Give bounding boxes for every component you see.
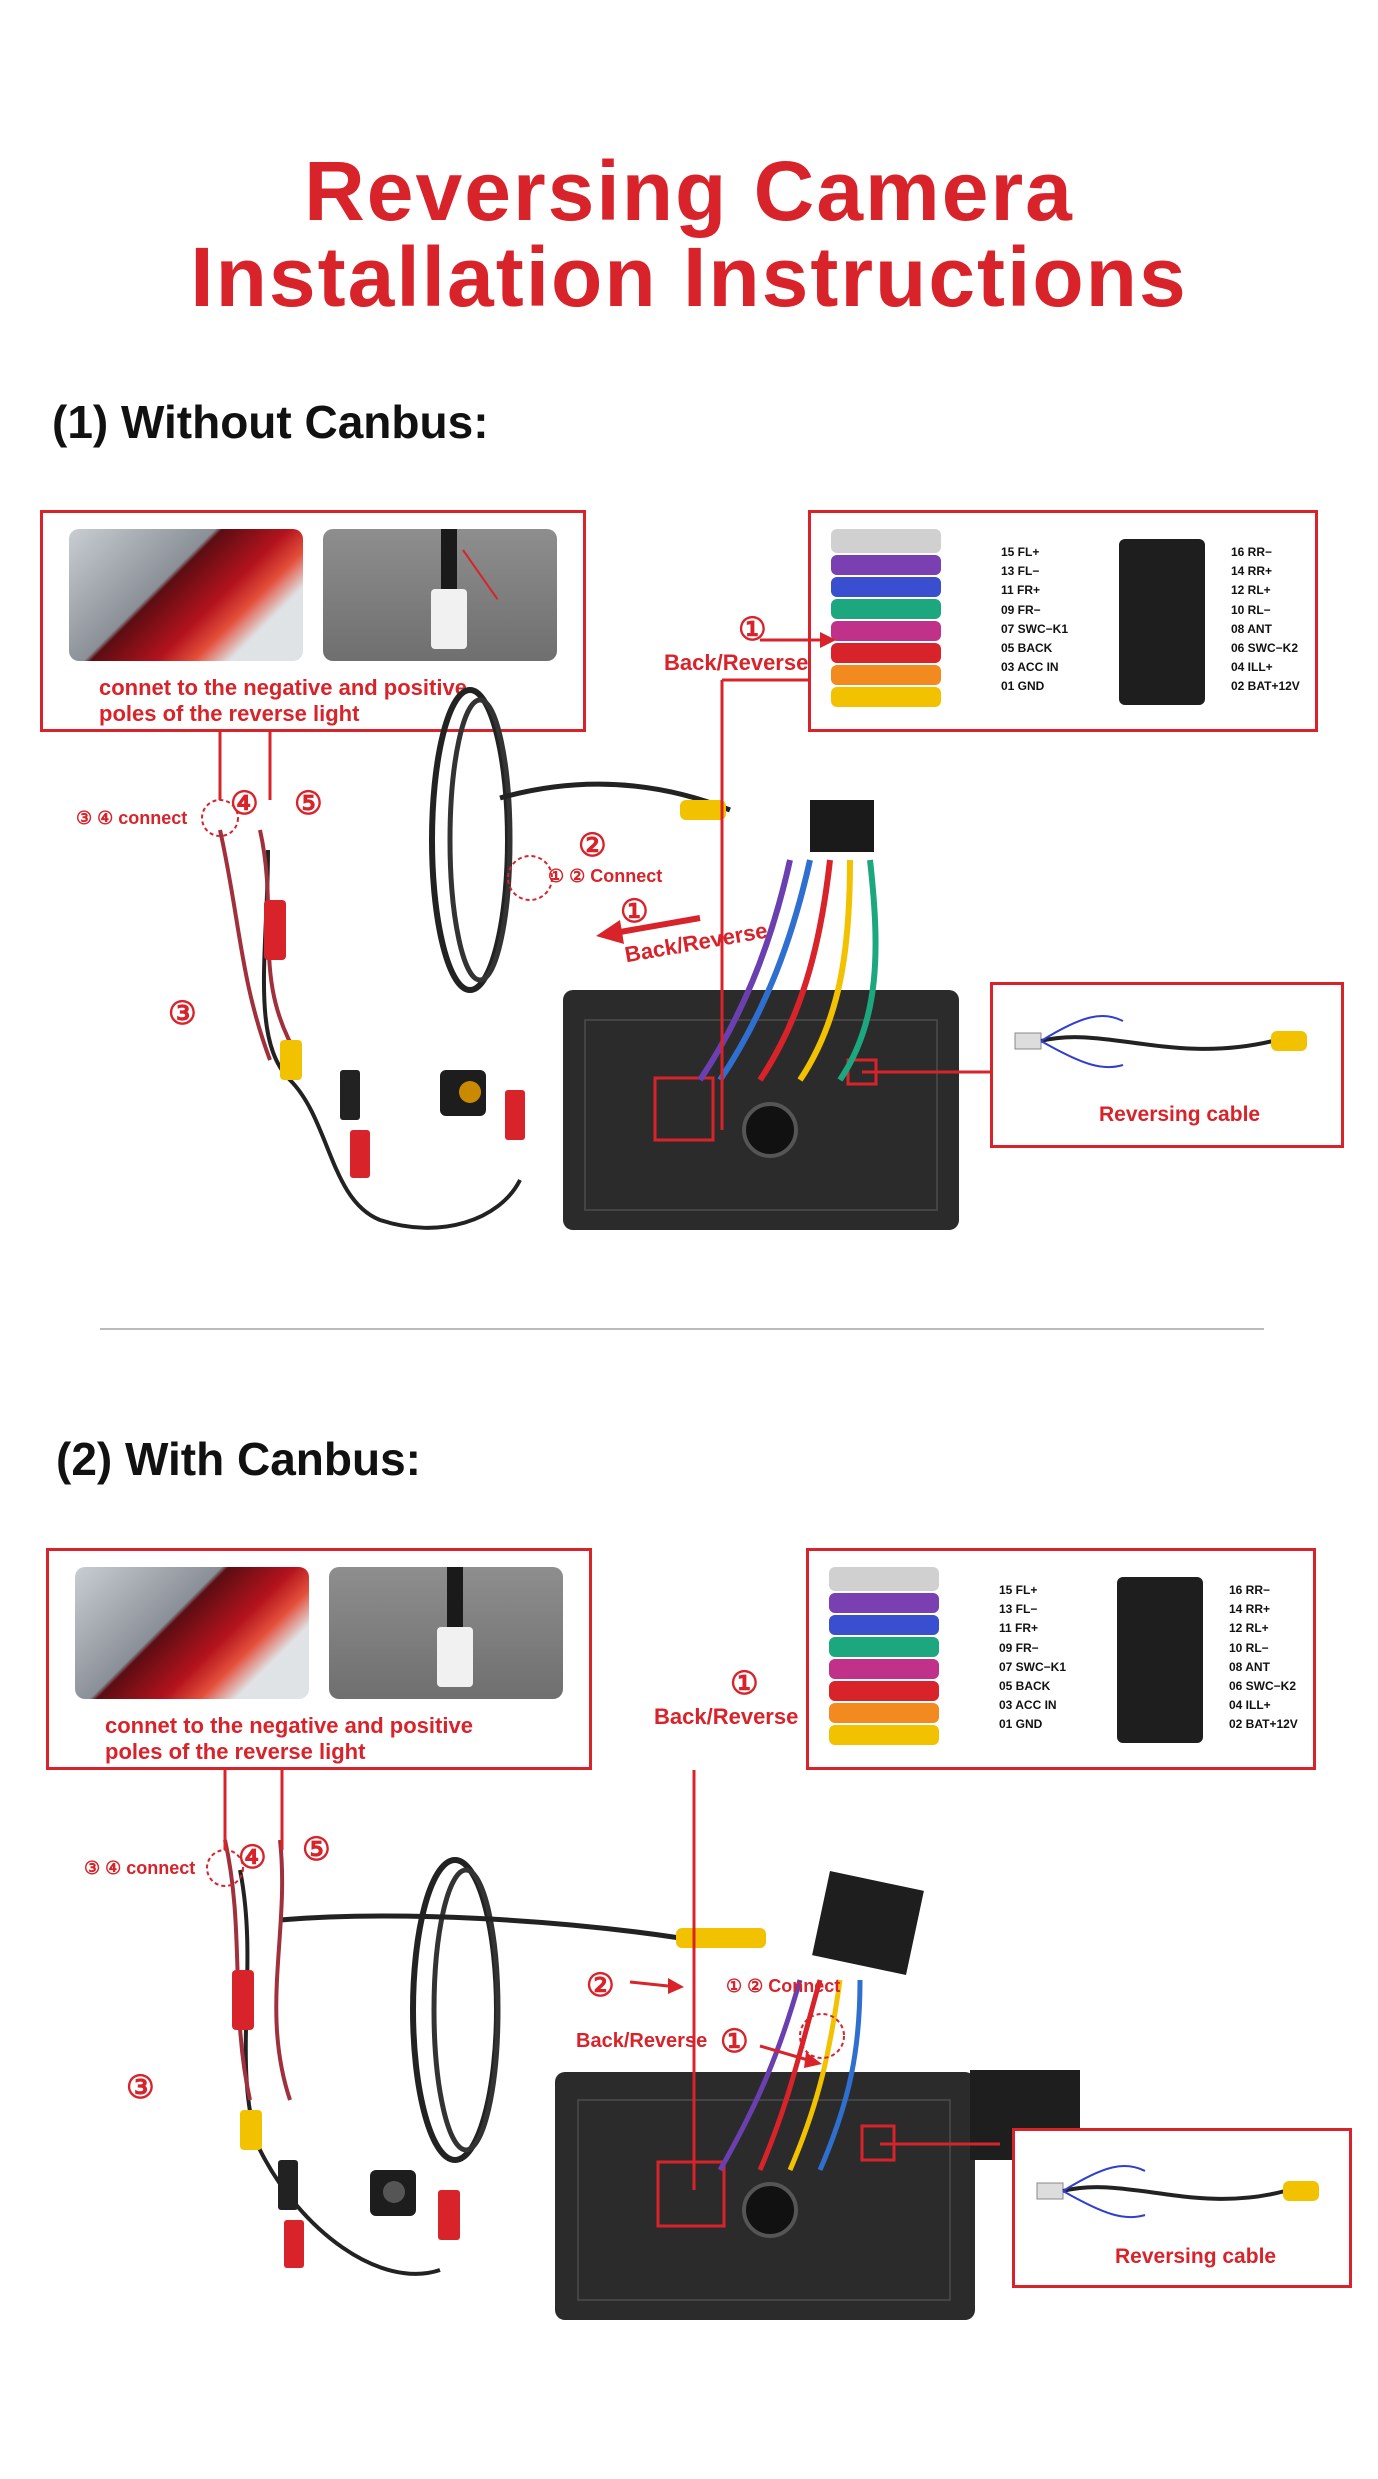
reversing-cable-illustration	[1014, 1015, 1307, 1069]
pin-label: 12 RL+	[1229, 1621, 1269, 1636]
reversing-cable-label: Reversing cable	[1099, 1103, 1261, 1126]
pin-label: 10 RL−	[1229, 1640, 1269, 1655]
tail-light-photo	[69, 529, 303, 661]
reverse-light-note-line-2: poles of the reverse light	[105, 1739, 366, 1764]
pin-label: 03 ACC IN	[999, 1698, 1057, 1713]
pin-label: 02 BAT+12V	[1231, 679, 1300, 694]
pinout-box-1: 15 FL+ 13 FL− 11 FR+ 09 FR− 07 SWC−K1 05…	[808, 510, 1318, 732]
back-reverse-label-top: Back/Reverse	[654, 1704, 799, 1729]
label-12-connect: ① ② Connect	[726, 1976, 841, 1996]
section-divider	[100, 1328, 1264, 1330]
title-line-2: Installation Instructions	[190, 230, 1188, 324]
num-5: ⑤	[302, 1831, 331, 1867]
reversing-cable-box-2: Reversing cable	[1012, 2128, 1352, 2288]
reversing-cable-label: Reversing cable	[1115, 2245, 1277, 2268]
num-3: ③	[168, 995, 197, 1031]
harness-connector	[810, 800, 874, 852]
pin-label: 06 SWC−K2	[1231, 641, 1299, 656]
reverse-light-box: connet to the negative and positive pole…	[40, 510, 586, 732]
back-reverse-label-top: Back/Reverse	[664, 650, 809, 675]
pin-label: 10 RL−	[1231, 602, 1271, 617]
num-2: ②	[578, 827, 607, 863]
pin-label: 07 SWC−K1	[1001, 621, 1069, 636]
label-12-connect: ① ② Connect	[548, 866, 663, 886]
pin-label: 16 RR−	[1231, 545, 1273, 559]
rca-yellow-top	[680, 800, 726, 820]
pin-label: 15 FL+	[1001, 545, 1040, 559]
connector-photo	[329, 1567, 563, 1699]
red-power-wire	[232, 1970, 254, 2030]
pin-label: 09 FR−	[999, 1640, 1039, 1655]
reverse-light-note-line-2: poles of the reverse light	[99, 701, 360, 726]
wiring-diagram-1	[201, 632, 1004, 1230]
pin-label: 14 RR+	[1229, 1602, 1271, 1617]
section-heading-without-canbus: (1) Without Canbus:	[52, 396, 489, 448]
pin-label: 06 SWC−K2	[1229, 1679, 1297, 1694]
back-reverse-label-diag: Back/Reverse	[576, 2030, 708, 2052]
pin-label: 08 ANT	[1229, 1659, 1270, 1674]
pin-label: 15 FL+	[999, 1583, 1038, 1597]
num-1-top: ①	[738, 611, 767, 647]
highlight-iso-port	[653, 1076, 715, 1142]
rca-yellow-top	[676, 1928, 766, 1948]
iso-connector	[1117, 1577, 1203, 1743]
pin-label: 11 FR+	[1001, 583, 1041, 598]
pin-label: 02 BAT+12V	[1229, 1717, 1298, 1732]
pin-label: 08 ANT	[1231, 621, 1272, 636]
pinout-right-list: 16 RR− 14 RR+ 12 RL+ 10 RL− 08 ANT 06 SW…	[1229, 1581, 1298, 1735]
camera-cable-coil	[429, 687, 511, 993]
pinout-box-2: 15 FL+ 13 FL− 11 FR+ 09 FR− 07 SWC−K1 05…	[806, 1548, 1316, 1770]
pinout-left-list: 15 FL+ 13 FL− 11 FR+ 09 FR− 07 SWC−K1 05…	[1001, 543, 1068, 697]
num-3: ③	[126, 2069, 155, 2105]
pin-label: 04 ILL+	[1229, 1698, 1271, 1713]
num-4: ④	[238, 1839, 267, 1875]
reversing-cable-box-1: Reversing cable	[990, 982, 1344, 1148]
num-1-diag: ①	[620, 893, 649, 929]
num-5: ⑤	[294, 785, 323, 821]
label-34-connect: ③ ④ connect	[84, 1858, 196, 1878]
pin-label: 16 RR−	[1229, 1583, 1271, 1597]
reverse-light-note-line-1: connet to the negative and positive	[105, 1713, 473, 1738]
pinout-right-list: 16 RR− 14 RR+ 12 RL+ 10 RL− 08 ANT 06 SW…	[1231, 543, 1300, 697]
reverse-light-box: connet to the negative and positive pole…	[46, 1548, 592, 1770]
wire-bundle-photo	[831, 527, 941, 721]
wiring-diagram-2	[206, 1770, 1080, 2320]
pin-label: 13 FL−	[999, 1602, 1038, 1617]
num-1-diag: ①	[720, 2023, 749, 2059]
canbus-box	[812, 1870, 924, 1976]
wire-bundle-photo	[829, 1565, 939, 1759]
highlight-iso-port	[656, 2160, 726, 2228]
num-1-top: ①	[730, 1665, 759, 1701]
pin-label: 01 GND	[1001, 679, 1045, 694]
section-heading-with-canbus: (2) With Canbus:	[56, 1433, 421, 1485]
pin-label: 05 BACK	[1001, 641, 1053, 656]
num-2: ②	[586, 1967, 615, 2003]
reverse-light-note-line-1: connet to the negative and positive	[99, 675, 467, 700]
pin-label: 03 ACC IN	[1001, 660, 1059, 675]
pin-label: 07 SWC−K1	[999, 1659, 1067, 1674]
pin-label: 12 RL+	[1231, 583, 1271, 598]
pin-label: 13 FL−	[1001, 564, 1040, 579]
pin-label: 04 ILL+	[1231, 660, 1273, 675]
camera-cable-coil	[410, 1857, 500, 2163]
num-4: ④	[230, 785, 259, 821]
label-34-connect: ③ ④ connect	[76, 808, 188, 828]
connector-photo	[323, 529, 557, 661]
reversing-cable-illustration	[1036, 2165, 1319, 2219]
pin-label: 14 RR+	[1231, 564, 1273, 579]
iso-connector	[1119, 539, 1205, 705]
title-line-1: Reversing Camera	[304, 144, 1074, 238]
pin-label: 05 BACK	[999, 1679, 1051, 1694]
tail-light-photo	[75, 1567, 309, 1699]
pin-label: 01 GND	[999, 1717, 1043, 1732]
pin-label: 09 FR−	[1001, 602, 1041, 617]
red-power-wire	[264, 900, 286, 960]
pinout-left-list: 15 FL+ 13 FL− 11 FR+ 09 FR− 07 SWC−K1 05…	[999, 1581, 1066, 1735]
pin-label: 11 FR+	[999, 1621, 1039, 1636]
